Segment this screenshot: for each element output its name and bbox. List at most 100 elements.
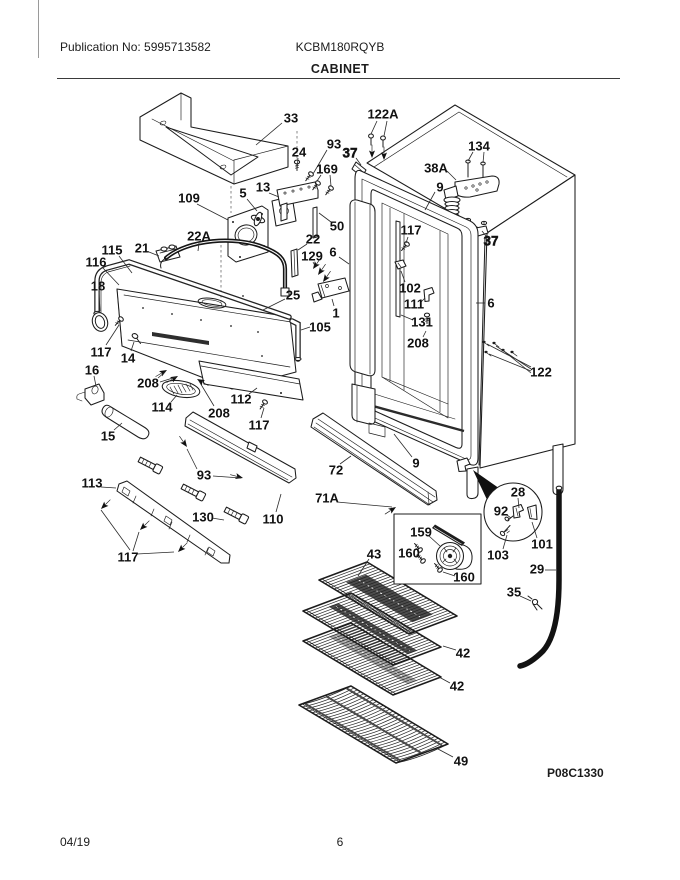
leader-line [132,531,140,552]
page-edge-mark [38,0,39,58]
callout-131: 131 [411,315,433,330]
callout-101: 101 [531,537,553,552]
callout-116: 116 [86,255,107,270]
callout-134: 134 [468,139,490,154]
callout-105: 105 [309,320,331,335]
leader-line [312,149,328,175]
leader-line [504,351,532,374]
callout-9: 9 [412,456,419,471]
leader-line [442,571,456,577]
callout-29: 29 [530,562,544,577]
leader-line [102,267,120,286]
drain-tube-15 [101,404,150,440]
callout-122: 122 [530,365,552,380]
leader-line [198,380,215,407]
leader-line [357,558,370,577]
leader-line [437,748,454,758]
leader-line [159,376,177,383]
callout-117: 117 [249,418,270,433]
callout-129: 129 [301,249,323,264]
model-number: KCBM180RQYB [295,40,385,54]
leader-line [467,151,474,162]
cabinet-interior [361,202,465,433]
callout-6: 6 [329,245,336,260]
leader-line [495,345,532,370]
support-rail-110 [184,411,297,484]
leader-line [118,255,133,274]
power-cord-29 [517,485,563,669]
door-frame-assembly [349,169,479,473]
leader-line [268,192,280,198]
leader-line [248,387,258,395]
leader-line [130,341,135,352]
screw-arrow-icon [175,540,190,555]
leader-line [481,230,487,237]
frame-left-foot [351,383,376,425]
footer-date: 04/19 [60,835,91,849]
control-assembly [220,131,350,326]
callout-208: 208 [208,406,230,421]
callout-24: 24 [292,145,307,160]
lower-hinge-bracket [456,457,471,473]
cabinet-leg-front [466,466,479,500]
footer-page-number: 6 [336,835,344,849]
callout-5: 5 [239,186,246,201]
leader-line [148,251,160,257]
callout-117: 117 [118,550,139,565]
callout-102: 102 [399,281,421,296]
leader-line [370,120,378,135]
fan-motor-inset [393,513,482,585]
bracket-111 [423,286,435,303]
detail-view-bubble [473,470,543,542]
leader-line [336,501,393,508]
base-panel-assembly [76,238,304,440]
leader-line [415,554,420,557]
screw-icon [257,398,269,411]
header-rule [57,78,620,79]
screw-arrow-icon [368,144,376,159]
leader-line [212,475,242,479]
fan-blade [432,524,465,546]
callout-9: 9 [436,180,443,195]
callout-50: 50 [330,219,344,234]
leader-line [531,521,538,539]
leader-line [100,486,117,489]
wire-shelf-49 [298,685,449,764]
cabinet-body [366,104,576,500]
leader-line [296,157,299,171]
callout-92: 92 [494,504,508,519]
breaker-strip-131 [395,220,401,318]
callout-25: 25 [286,288,300,303]
wire-shelves [298,561,458,764]
callout-49: 49 [454,754,468,769]
callout-72: 72 [329,463,343,478]
callout-16: 16 [85,363,99,378]
condenser-tube-115-116 [93,259,292,320]
leader-line [424,191,436,211]
strip-50 [312,206,318,239]
callout-117: 117 [91,345,112,360]
callout-117: 117 [401,223,422,238]
leader-line [255,122,283,146]
callout-111: 111 [404,297,424,312]
callout-38A: 38A [424,161,448,176]
base-rail-113 [116,480,231,564]
callout-208: 208 [407,336,429,351]
callout-114: 114 [152,400,174,415]
leader-line [339,455,352,465]
leader-line [100,509,131,551]
leader-line [488,353,532,372]
kick-plate-72 [310,412,438,506]
leader-line [316,174,322,182]
leader-line [442,645,457,651]
screw-arrow-icon [229,471,245,482]
leader-line [297,243,308,251]
callout-208: 208 [137,376,159,391]
leader-line [502,534,508,550]
callout-169: 169 [316,162,338,177]
frame-left-pillar [349,199,376,377]
access-panel-112 [198,360,304,401]
leader-line [422,330,427,338]
callout-159: 159 [410,525,432,540]
